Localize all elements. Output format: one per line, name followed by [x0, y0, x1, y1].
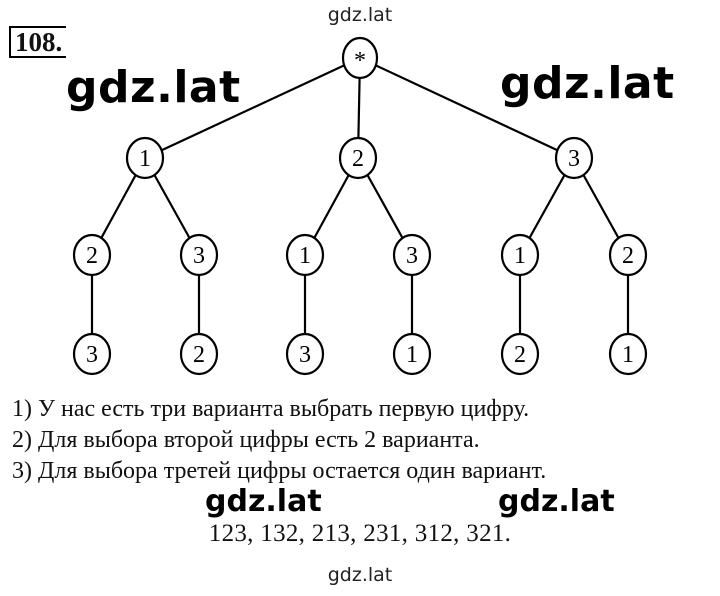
edge-root-3 [359, 57, 575, 159]
node-l2-b [179, 233, 219, 277]
watermark-big-right: gdz.lat [500, 58, 675, 109]
node-l2-d-label: 3 [406, 243, 418, 269]
node-l2-f [608, 233, 648, 277]
node-root [341, 36, 379, 80]
node-l2-f-label: 2 [622, 243, 634, 269]
problem-number: 108. [9, 26, 67, 58]
watermark-mid-left: gdz.lat [205, 484, 322, 519]
node-l1-b-label: 2 [352, 146, 364, 172]
explanation-line-2: 2) Для выбора второй цифры есть 2 вариан… [12, 427, 480, 453]
node-l3-d-label: 1 [406, 342, 418, 368]
node-l3-a-label: 3 [86, 342, 98, 368]
node-l3-f [608, 332, 648, 376]
edge-root-1 [144, 57, 361, 159]
node-l2-e [500, 233, 540, 277]
node-l1-b [338, 136, 378, 180]
node-l3-d [392, 332, 432, 376]
node-l1-a-label: 1 [139, 146, 151, 172]
node-l2-d [392, 233, 432, 277]
node-l2-b-label: 3 [193, 243, 205, 269]
node-l3-f-label: 1 [622, 342, 634, 368]
node-l2-e-label: 1 [514, 243, 526, 269]
watermark-top: gdz.lat [327, 4, 393, 26]
permutation-tree: * 1 2 3 2 3 1 3 1 2 3 2 3 1 2 1 [72, 36, 648, 376]
node-l2-a [72, 233, 112, 277]
node-l3-e-label: 2 [514, 342, 526, 368]
node-l1-a [125, 136, 165, 180]
node-l2-c-label: 1 [299, 243, 311, 269]
node-l2-c [285, 233, 325, 277]
explanation-line-3: 3) Для выбора третей цифры остается один… [12, 458, 547, 484]
explanation-line-1: 1) У нас есть три варианта выбрать перву… [12, 396, 530, 422]
answer-list: 123, 132, 213, 231, 312, 321. [208, 520, 512, 547]
explanation-lines: 1) У нас есть три варианта выбрать перву… [12, 394, 546, 487]
node-l1-c-label: 3 [568, 146, 580, 172]
node-l3-b-label: 2 [193, 342, 205, 368]
watermark-mid-right: gdz.lat [498, 484, 615, 519]
node-l1-c [554, 136, 594, 180]
watermark-big-left: gdz.lat [66, 62, 241, 113]
node-l2-a-label: 2 [86, 243, 98, 269]
watermark-bottom: gdz.lat [327, 564, 393, 586]
node-root-label: * [354, 48, 366, 74]
node-l3-a [72, 332, 112, 376]
node-l3-b [179, 332, 219, 376]
node-l3-c-label: 3 [299, 342, 311, 368]
node-l3-e [500, 332, 540, 376]
node-l3-c [285, 332, 325, 376]
